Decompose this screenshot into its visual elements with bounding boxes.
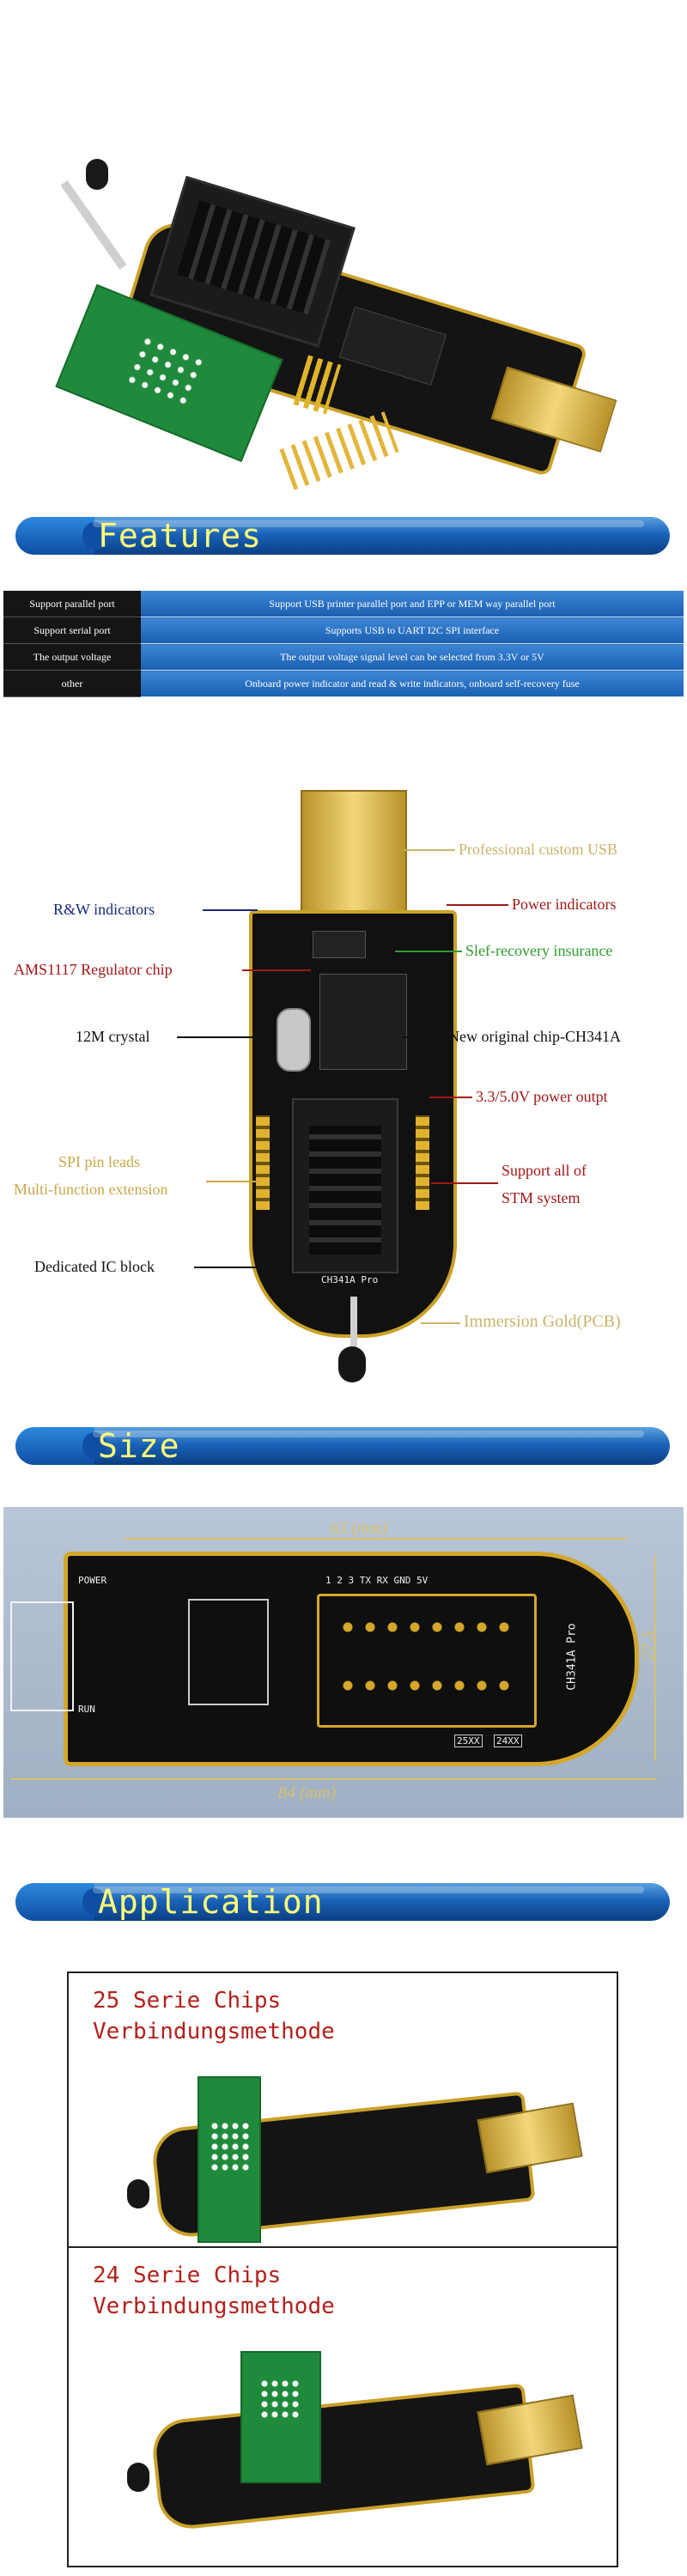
silk-pins: 1 2 3 TX RX GND 5V <box>325 1575 429 1586</box>
size-board: POWER RUN 1 2 3 TX RX GND 5V 25XX 24XX C… <box>64 1552 639 1766</box>
silk-24xx: 24XX <box>494 1735 522 1747</box>
application-title: Application <box>98 1883 324 1921</box>
socket-lever-knob <box>338 1346 366 1382</box>
size-usb-outline <box>10 1601 74 1711</box>
loose-pin-headers <box>279 411 399 490</box>
application-banner: Application <box>15 1883 670 1921</box>
callout-stm-2: STM system <box>502 1189 581 1206</box>
callout-spi-leads: SPI pin leads <box>58 1153 141 1170</box>
header-pins <box>293 355 342 415</box>
app-image-25 <box>120 2076 584 2243</box>
app-divider <box>69 2246 617 2248</box>
adapter-24 <box>240 2351 321 2483</box>
size-socket <box>317 1594 537 1728</box>
zif-lever <box>60 179 127 270</box>
callout-power-output: 3.3/5.0V power outpt <box>476 1088 608 1105</box>
callout-usb: Professional custom USB <box>459 841 618 858</box>
left-pin-header <box>256 1115 270 1210</box>
pcb-body: CH341A Pro <box>249 910 457 1338</box>
callout-regulator: AMS1117 Regulator chip <box>14 961 173 978</box>
socket-lever <box>350 1297 357 1357</box>
callout-ic-block: Dedicated IC block <box>34 1258 155 1275</box>
size-chip <box>188 1599 269 1705</box>
silk-run: RUN <box>78 1704 95 1715</box>
dimension-width-top: 63 (mm) <box>330 1519 388 1538</box>
ch341a-chip <box>319 974 407 1070</box>
app-title-24: 24 Serie Chips Verbindungsmethode <box>93 2263 335 2319</box>
board-silk-label: CH341A Pro <box>321 1274 379 1285</box>
silk-ch341a-vertical: CH341A Pro <box>565 1623 579 1691</box>
app-image-24 <box>120 2351 584 2532</box>
main-chip <box>338 306 447 386</box>
silk-power: POWER <box>78 1575 107 1586</box>
callout-spi-extension: Multi-function extension <box>14 1181 168 1198</box>
callout-power-indicators: Power indicators <box>512 896 617 913</box>
callout-pcb: Immersion Gold(PCB) <box>464 1312 621 1331</box>
size-diagram: 63 (mm) POWER RUN 1 2 3 TX RX GND 5V 25X… <box>3 1507 684 1818</box>
dimension-height: 27.5 <box>639 1631 658 1661</box>
callout-rw-indicators: R&W indicators <box>53 901 155 918</box>
callout-crystal: 12M crystal <box>76 1028 150 1045</box>
silk-25xx: 25XX <box>454 1735 483 1747</box>
application-panel: 25 Serie Chips Verbindungsmethode 24 Ser… <box>67 1971 618 2567</box>
right-pin-header <box>416 1115 429 1210</box>
app-title-25: 25 Serie Chips Verbindungsmethode <box>93 1988 335 2044</box>
usb-connector <box>301 790 407 922</box>
dimension-width-bottom: 84 (mm) <box>278 1783 337 1802</box>
annotated-board: CH341A Pro <box>249 790 457 1391</box>
ic-socket <box>292 1098 398 1273</box>
lever-knob <box>86 159 108 190</box>
product-photo <box>52 120 635 515</box>
callout-chip: New original chip-CH341A <box>448 1028 621 1045</box>
callout-stm-1: Support all of <box>502 1162 587 1179</box>
regulator <box>313 931 366 958</box>
adapter-25 <box>198 2076 261 2243</box>
callout-fuse: Slef-recovery insurance <box>465 942 613 959</box>
size-title: Size <box>98 1427 180 1465</box>
features-title: Features <box>98 517 263 555</box>
size-banner: Size <box>15 1427 670 1465</box>
crystal <box>277 1008 311 1072</box>
usb-plug <box>490 366 617 453</box>
features-banner: Features <box>15 517 670 555</box>
